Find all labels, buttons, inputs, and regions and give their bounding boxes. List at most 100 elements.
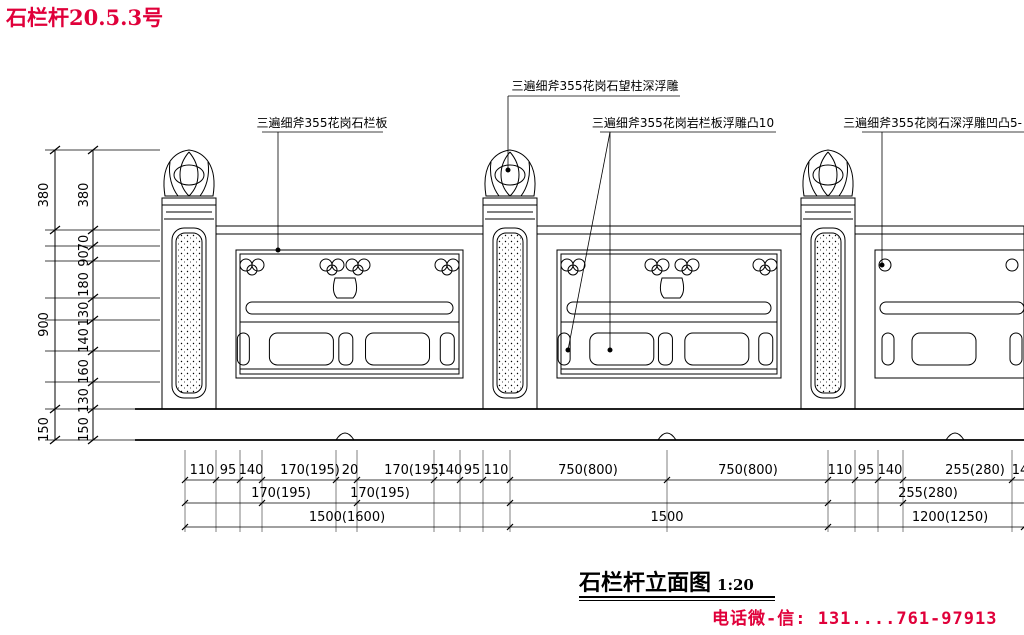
horizontal-dim-label: 1500 [650, 510, 683, 525]
horizontal-dim-label: 1200(1250) [912, 510, 988, 525]
dim-tick [236, 476, 244, 484]
annotation-leader [567, 131, 611, 351]
title-underline [579, 596, 775, 598]
panel-lower-opening [758, 332, 774, 366]
dim-tick [824, 499, 832, 507]
dim-tick [87, 346, 99, 356]
post-relief-field [175, 232, 203, 394]
cloud-ornament [326, 264, 338, 276]
annotation-panel: 三遍细斧355花岗石栏板 [257, 115, 388, 130]
cloud-ornament [1005, 258, 1019, 272]
dim-tick [87, 377, 99, 387]
base-drain-notch [945, 432, 965, 441]
dim-tick [479, 476, 487, 484]
panel-outline [215, 225, 484, 410]
panel-lower-opening [657, 332, 673, 366]
horizontal-dim-label: 1500(1600) [309, 510, 385, 525]
post-cap-petal-side [808, 161, 848, 197]
post-cap-petal-side [490, 161, 530, 197]
dim-tick [663, 476, 671, 484]
panel-outline [536, 225, 802, 410]
panel-long-slot [245, 301, 454, 315]
dim-tick [456, 476, 464, 484]
horizontal-dim-label: 95 [464, 463, 481, 478]
post-relief-frame [492, 227, 528, 399]
dim-tick [212, 476, 220, 484]
annotation-post: 三遍细斧355花岗石望柱深浮雕 [512, 78, 679, 93]
panel-inner-frame-2 [560, 253, 778, 375]
horizontal-dim-label: 170(195) [251, 486, 311, 501]
dim-tick [181, 523, 189, 531]
dim-tick [824, 476, 832, 484]
dim-tick [899, 499, 907, 507]
vertical-dim-label: 380 [77, 183, 92, 208]
vertical-dim-label: 900 [37, 312, 52, 337]
annotation-panel-relief: 三遍细斧355花岗岩栏板浮雕凸10 [592, 115, 774, 130]
dim-tick [87, 315, 99, 325]
annotation-relief-right: 三遍细斧355花岗石深浮雕凹凸5- [843, 115, 1022, 130]
horizontal-dim-label: 110 [484, 463, 509, 478]
vertical-dim-label: 380 [37, 183, 52, 208]
contact-text: 电话微-信: 131....761-97913 [712, 609, 998, 629]
panel-inner-frame [556, 249, 782, 379]
title-underline-thin [579, 600, 775, 601]
horizontal-dim-label: 20 [342, 463, 359, 478]
cloud-ornament [352, 264, 364, 276]
cloud-ornament [651, 264, 663, 276]
post-relief-field [814, 232, 842, 394]
panel-lower-opening [338, 332, 354, 366]
panel-lower-opening [881, 332, 895, 366]
horizontal-dim-label: 140 [878, 463, 903, 478]
post-relief-frame [810, 227, 846, 399]
sheet-title: 石栏杆20.5.3号 [6, 5, 164, 30]
cloud-ornament [441, 264, 453, 276]
panel-lower-opening [439, 332, 455, 366]
drawing-title: 石栏杆立面图 1:20 [579, 565, 754, 597]
vase-ornament [332, 277, 358, 299]
horizontal-dim-label: 95 [858, 463, 875, 478]
dim-tick [181, 499, 189, 507]
post-cap [484, 149, 536, 197]
post-cap-petal-side [169, 161, 209, 197]
cloud-ornament [246, 264, 258, 276]
vertical-dim-label: 90 [77, 250, 92, 267]
panel-lower-opening [268, 332, 334, 366]
panel-inner-frame [235, 249, 464, 379]
post-relief-frame [171, 227, 207, 399]
vase-ornament [659, 277, 685, 299]
panel-lower-opening [911, 332, 977, 366]
base-drain-notch [335, 432, 355, 441]
dim-tick [87, 241, 99, 251]
vertical-dim-label: 180 [77, 272, 92, 297]
horizontal-dim-label: 140 [438, 463, 463, 478]
horizontal-dim-label: 255(280) [898, 486, 958, 501]
horizontal-dim-label: 170(195) [350, 486, 410, 501]
panel-long-slot [566, 301, 772, 315]
base-drain-notch [657, 432, 677, 441]
dim-tick [87, 293, 99, 303]
cloud-ornament [567, 264, 579, 276]
dim-tick [899, 476, 907, 484]
drawing-title-text: 石栏杆立面图 [579, 570, 712, 596]
vertical-dim-label: 130 [77, 388, 92, 413]
dim-tick [87, 145, 99, 155]
dim-tick [87, 225, 99, 235]
dim-tick [1020, 526, 1024, 531]
dim-tick [506, 499, 514, 507]
post-relief-field [496, 232, 524, 394]
panel-inner-frame-2 [239, 253, 460, 375]
vertical-dim-label: 130 [77, 302, 92, 327]
cloud-ornament [681, 264, 693, 276]
drawing-scale: 1:20 [717, 576, 754, 594]
dim-tick [353, 499, 361, 507]
dim-tick [506, 476, 514, 484]
post-cap-petal [179, 151, 199, 197]
dim-tick [430, 476, 438, 484]
dim-tick [87, 256, 99, 266]
horizontal-dim-label: 14 [1012, 463, 1024, 478]
horizontal-dim-label: 750(800) [558, 463, 618, 478]
leader-dot [275, 247, 281, 253]
post-collar-lines [801, 204, 855, 220]
vertical-dim-label: 140 [77, 328, 92, 353]
